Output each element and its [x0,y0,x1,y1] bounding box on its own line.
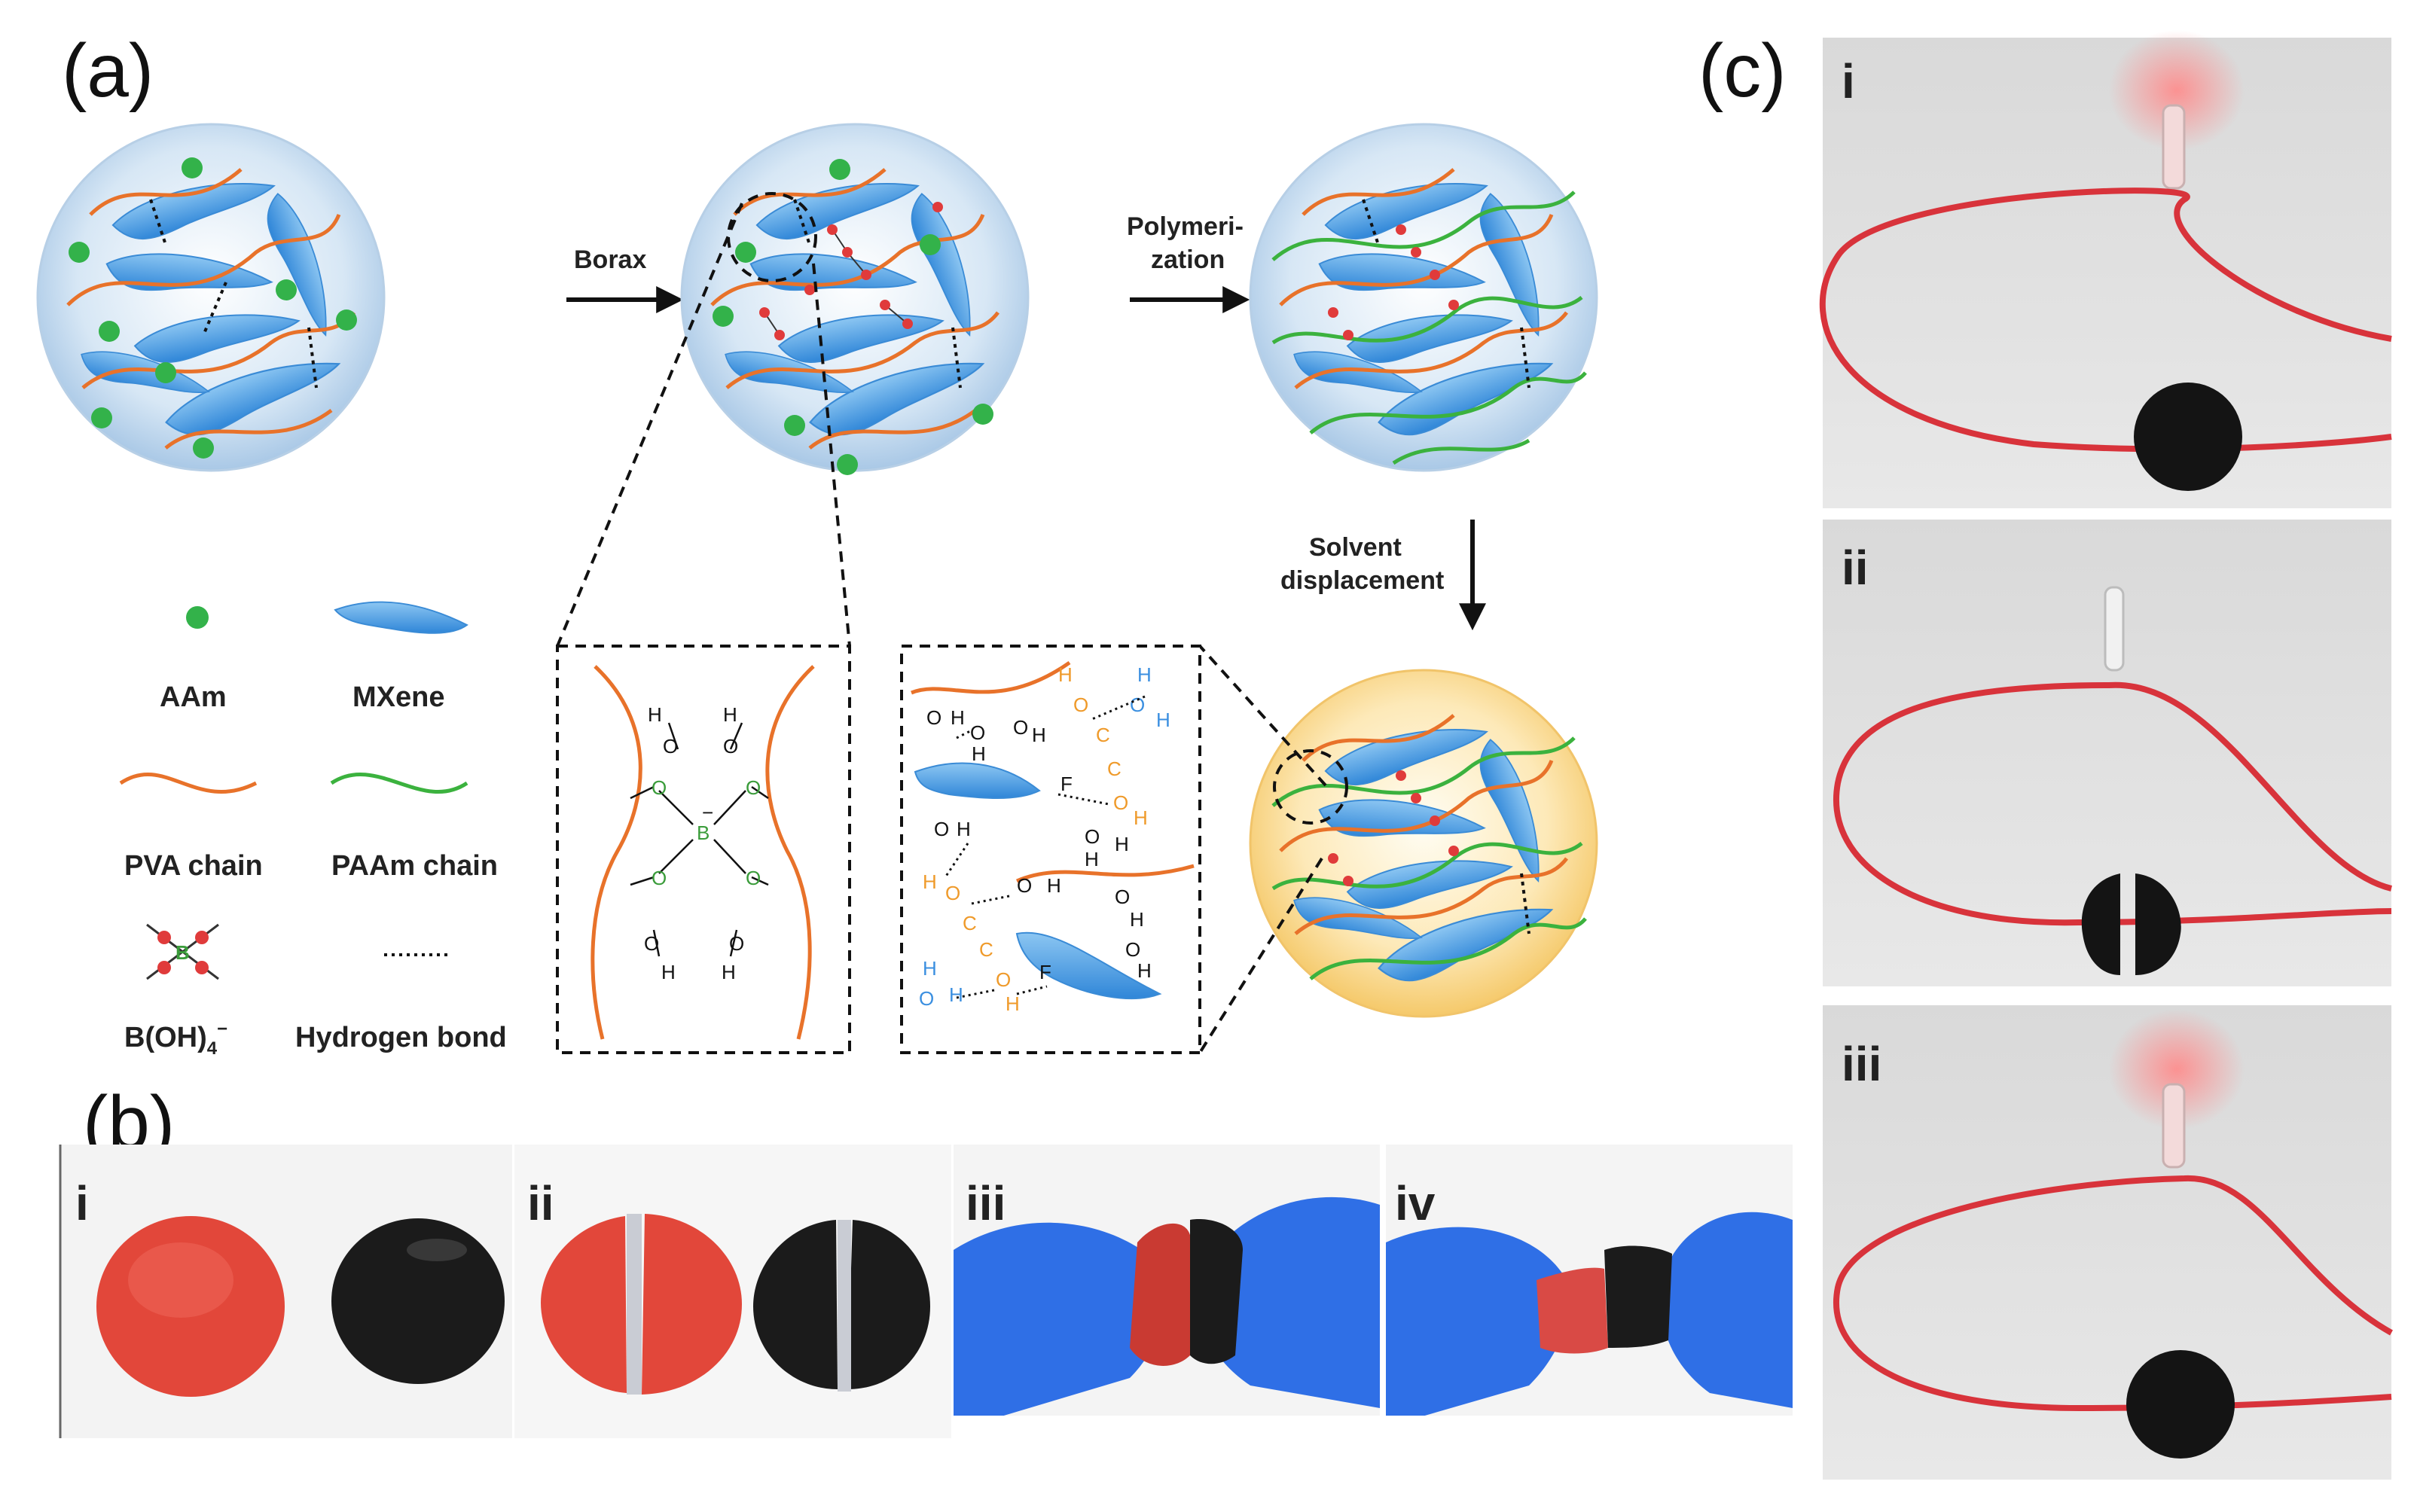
svg-text:O: O [934,818,949,840]
svg-text:F: F [1060,773,1073,795]
svg-text:C: C [1096,724,1110,746]
legend-aam-swatch [186,606,209,629]
arrow-label-solvent-2: displacement [1280,566,1444,595]
svg-text:H: H [1134,806,1148,829]
svg-text:H: H [972,742,986,765]
photo-c-i: i [1819,30,2392,508]
zoom-line [1198,857,1323,1054]
network-sphere-polymerized [1249,123,1598,472]
svg-text:O: O [746,776,761,799]
legend-borate-swatch: B [146,923,219,980]
svg-text:O: O [1013,716,1028,739]
svg-text:O: O [919,987,934,1010]
svg-text:H: H [951,706,965,729]
svg-text:H: H [923,870,937,893]
svg-text:B: B [697,822,710,844]
svg-text:−: − [702,801,713,824]
network-sphere-mxene-aam [36,123,386,472]
photo-label-b-iii: iii [966,1176,1006,1230]
photo-label-c-ii: ii [1842,541,1869,595]
svg-text:H: H [1115,833,1129,855]
photo-c-ii: ii [1823,520,2392,986]
svg-text:O: O [746,867,761,889]
legend-mxene-label: MXene [352,681,444,713]
arrow-label-borax: Borax [574,245,646,274]
zoom-line [812,263,851,647]
svg-text:O: O [663,735,678,758]
svg-text:O: O [1115,886,1130,908]
svg-text:F: F [1039,961,1051,983]
svg-text:H: H [1047,874,1061,897]
arrow-label-polymerization-2: zation [1151,245,1225,274]
svg-text:H: H [1006,992,1020,1015]
arrow-label-solvent-1: Solvent [1309,533,1402,562]
svg-text:H: H [1137,663,1152,686]
svg-text:O: O [652,867,667,889]
svg-text:H: H [1130,908,1144,931]
photo-b-i: i [59,1145,512,1438]
svg-text:H: H [648,703,662,726]
svg-text:H: H [923,957,937,980]
svg-text:O: O [1125,938,1140,961]
svg-text:H: H [661,961,676,983]
legend-paam-swatch [330,773,468,794]
svg-text:O: O [945,882,960,904]
legend-pva-swatch [119,773,258,794]
svg-text:H: H [722,961,736,983]
svg-text:O: O [644,932,659,955]
legend: AAm MXene PVA chain PAAm chain B B(OH)4−… [119,601,507,1059]
legend-borate-label: B(OH)4− [124,1019,227,1059]
photo-label-b-ii: ii [527,1176,554,1230]
svg-text:O: O [1130,694,1145,716]
svg-text:B: B [175,941,190,964]
photo-label-c-iii: iii [1842,1037,1881,1091]
svg-text:H: H [949,983,963,1006]
svg-text:H: H [957,818,971,840]
photo-c-iii: iii [1823,1005,2393,1480]
svg-text:O: O [926,706,941,729]
photo-b-iii: iii [954,1145,1380,1438]
legend-paam-label: PAAm chain [331,850,498,882]
legend-mxene-swatch [334,601,468,634]
zoom-line [556,203,743,647]
svg-text:O: O [996,968,1011,991]
network-sphere-solvent-displaced [1249,669,1598,1018]
legend-hbond-label: Hydrogen bond [295,1022,507,1053]
svg-text:O: O [970,721,985,744]
photo-label-b-iv: iv [1395,1176,1436,1230]
photo-b-ii: ii [514,1145,951,1438]
svg-text:H: H [1085,848,1099,870]
svg-text:C: C [979,938,993,961]
svg-text:O: O [652,776,667,799]
svg-text:O: O [1073,694,1088,716]
legend-pva-label: PVA chain [124,850,263,882]
svg-text:C: C [963,912,977,934]
svg-text:H: H [723,703,737,726]
svg-text:H: H [1032,724,1046,746]
svg-text:O: O [1017,874,1032,897]
photo-label-c-i: i [1842,54,1855,108]
legend-aam-label: AAm [160,681,227,713]
svg-text:O: O [1085,825,1100,848]
svg-text:O: O [723,735,738,758]
svg-text:O: O [1113,791,1128,814]
svg-text:H: H [1156,709,1170,731]
arrow-label-polymerization-1: Polymeri- [1127,212,1244,241]
zoom-line [1198,645,1327,787]
svg-text:H: H [1058,663,1073,686]
photo-label-b-i: i [75,1176,89,1230]
panel-label-c: (c) [1698,29,1787,113]
svg-text:C: C [1107,758,1122,780]
panel-label-a: (a) [62,29,154,113]
svg-text:O: O [729,932,744,955]
photo-b-iv: iv [1386,1145,1793,1438]
svg-text:H: H [1137,959,1152,982]
network-sphere-borax [680,123,1030,475]
